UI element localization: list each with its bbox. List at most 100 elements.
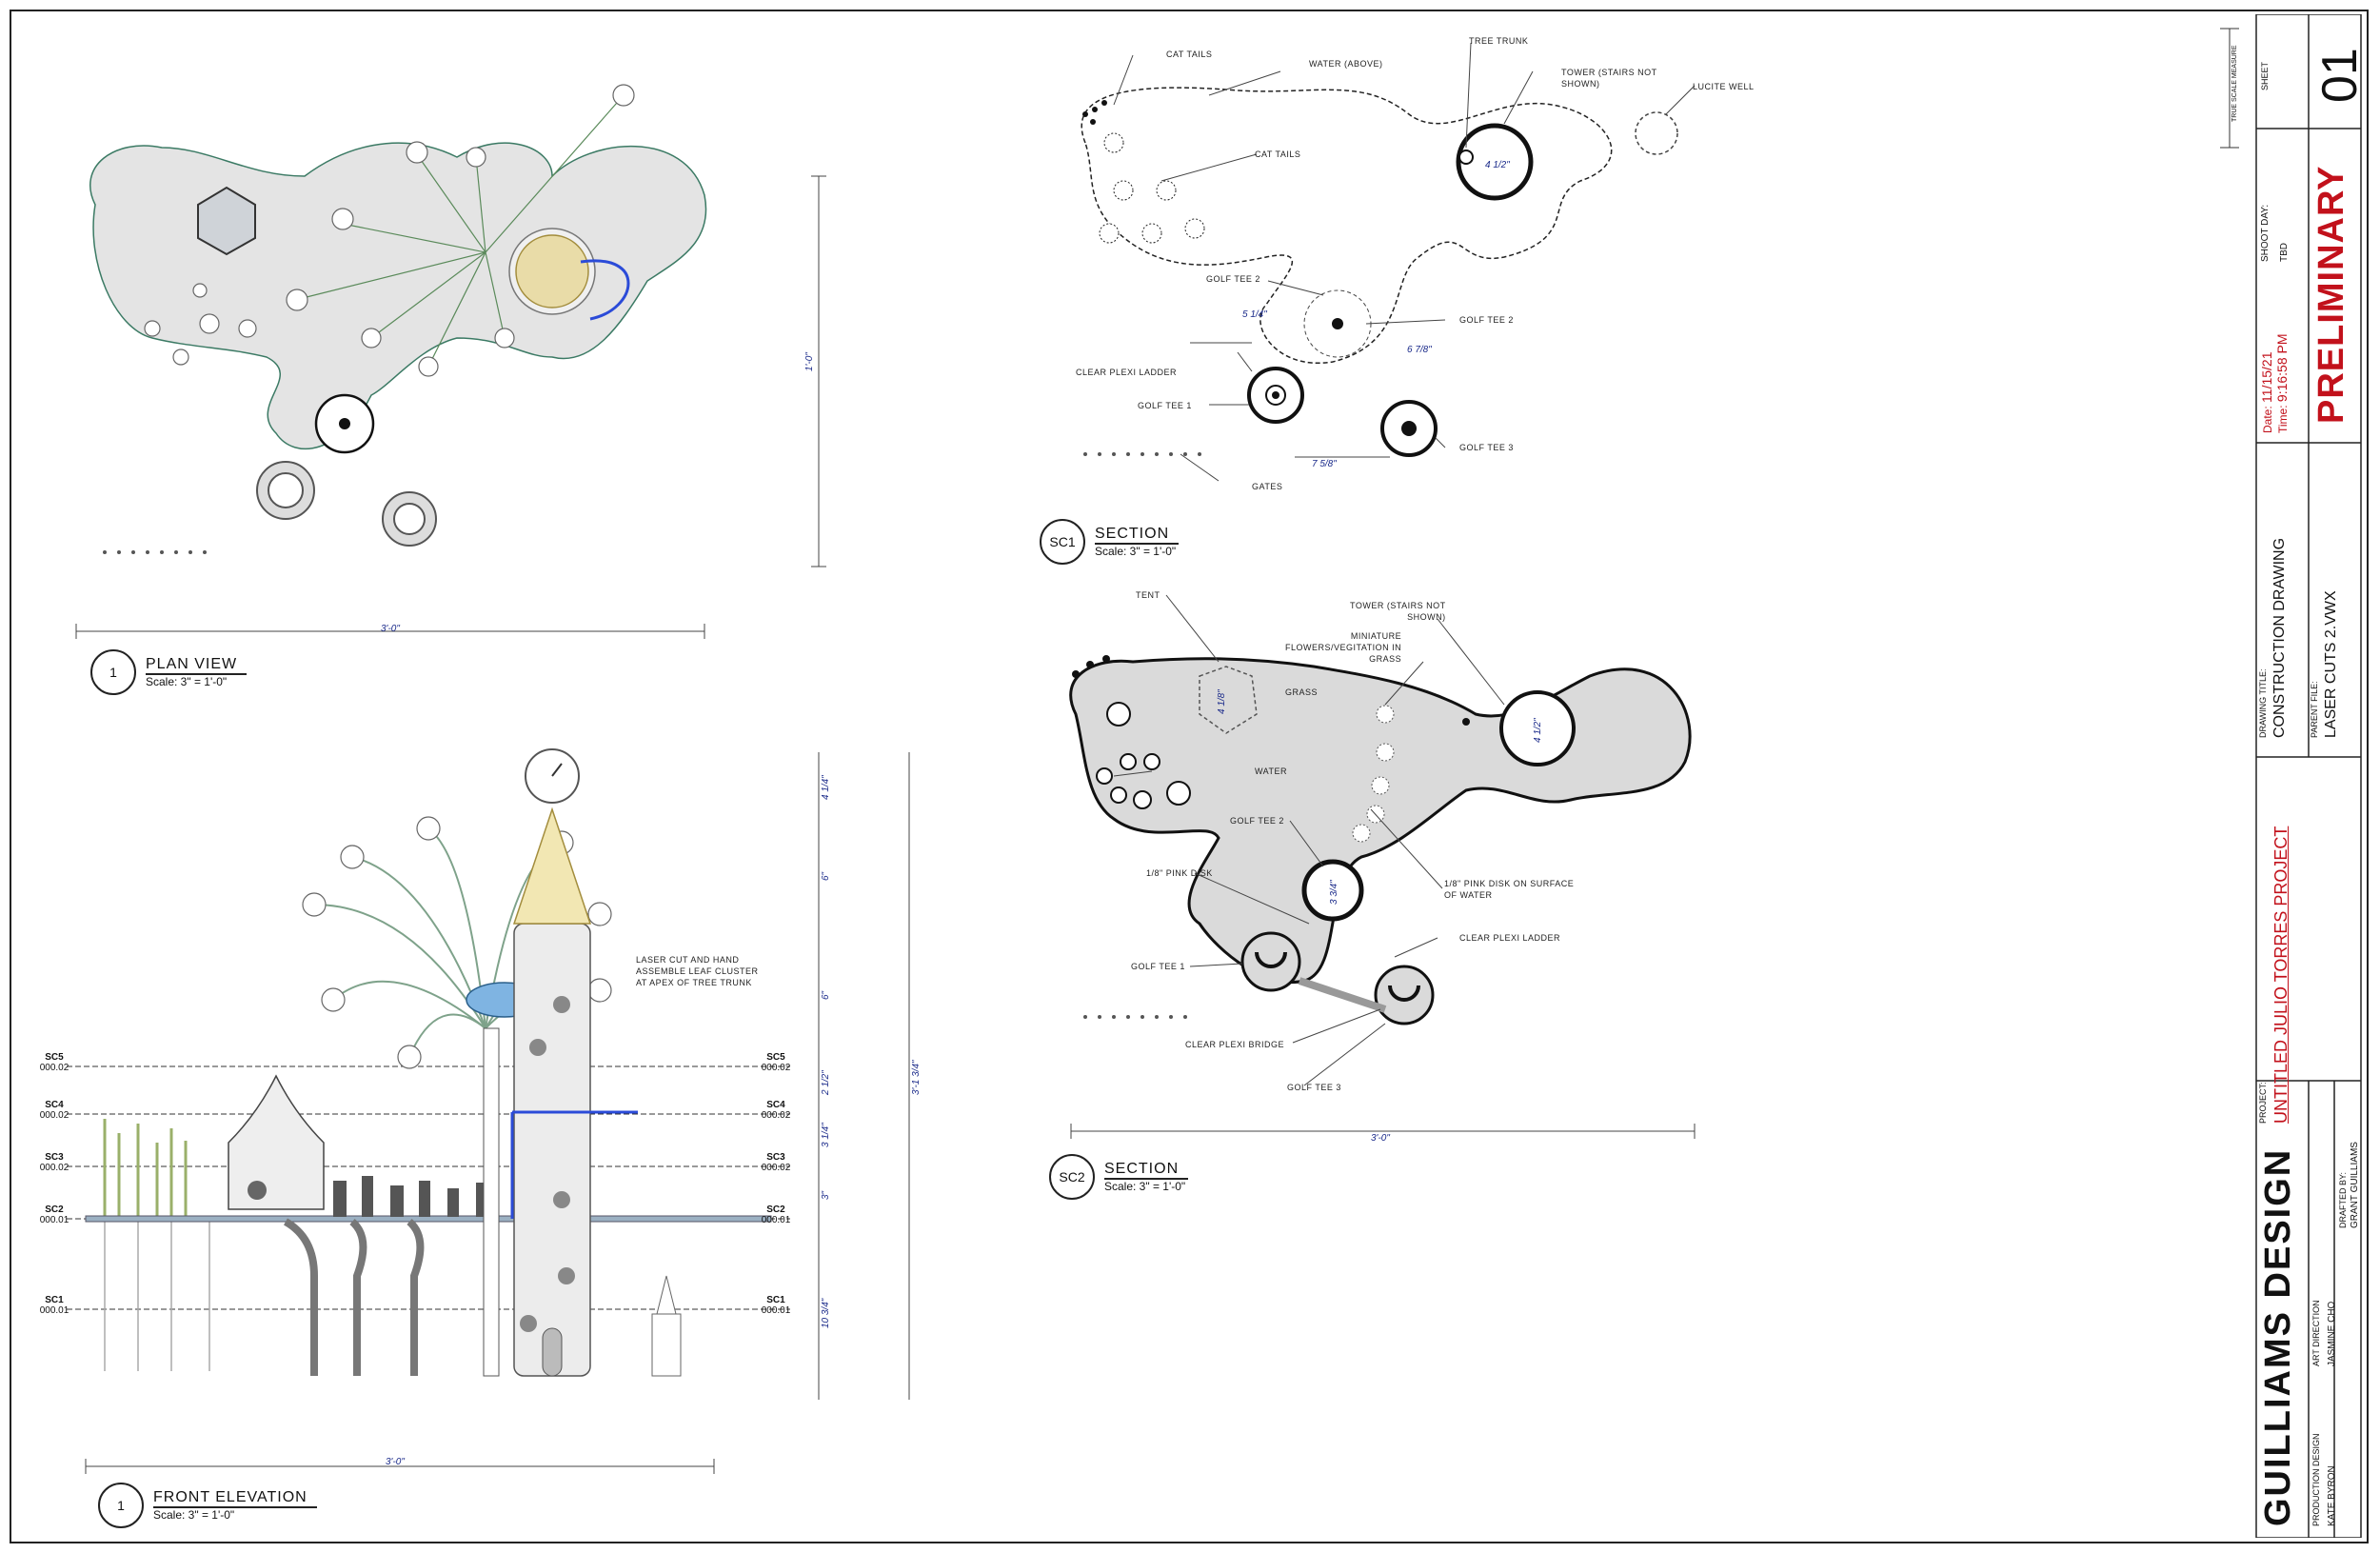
plan-dim-vertical: 1'-0" [804,352,815,371]
project-value: UNTITLED JULIO TORRES PROJECT [2271,826,2291,1124]
elevation-dim-3: 2 1/2" [821,1070,831,1095]
sc1-scale: Scale: 3" = 1'-0" [1095,545,1177,558]
sc2-golf-tee-1 [1240,931,1301,992]
parent-file-label: PARENT FILE: [2310,681,2319,738]
production-design-label: PRODUCTION DESIGN [2311,1433,2321,1526]
sc1-dim-b: 6 7/8" [1407,345,1432,355]
sc2-label-pink-disk: 1/8" PINK DISK [1146,868,1213,878]
front-elevation-title: 1 FRONT ELEVATION Scale: 3" = 1'-0" [98,1483,317,1528]
sc1-tower [1456,123,1534,201]
sheet-label: SHEET [2260,61,2270,90]
sc1-label-cat-tails-1: CAT TAILS [1166,50,1213,59]
sc1-title: SC1 SECTION Scale: 3" = 1'-0" [1040,519,1180,565]
plan-view-name: PLAN VIEW [146,656,248,675]
art-direction-value: JASMINE CHO [2327,1301,2337,1366]
art-direction-label: ART DIRECTION [2311,1300,2321,1366]
project-label: PROJECT: [2258,1082,2268,1124]
elevation-shrubs [333,1176,489,1217]
elevation-dim-2: 6" [821,990,831,1000]
drafted-by-label: DRAFTED BY: [2338,1171,2348,1228]
front-view-scale: Scale: 3" = 1'-0" [153,1508,235,1522]
elevation-dim-total: 3'-1 3/4" [911,1060,922,1095]
plan-view-scale: Scale: 3" = 1'-0" [146,675,228,688]
sheet-number: 01 [2312,48,2368,103]
sc2-label-golf-tee-3: GOLF TEE 3 [1287,1083,1341,1092]
elevation-tent [228,1074,325,1210]
plan-view-number: 1 [90,649,136,695]
elevation-dim-horizontal: 3'-0" [386,1457,405,1467]
front-view-number: 1 [98,1483,144,1528]
elevation-dim-5: 3" [821,1190,831,1200]
plan-view-drawing [75,84,826,639]
elevation-tower-roof [512,806,592,925]
sc2-name: SECTION [1104,1161,1189,1180]
sc2-label-water: WATER [1255,767,1287,776]
shoot-day-value: TBD [2279,243,2290,262]
sc2-label-bridge: CLEAR PLEXI BRIDGE [1185,1040,1285,1049]
production-design-value: KATE BYRON [2327,1465,2337,1526]
front-elevation-drawing [67,748,910,1474]
sc1-label-golf-tee-1: GOLF TEE 1 [1138,401,1192,410]
plan-view-title: 1 PLAN VIEW Scale: 3" = 1'-0" [90,649,248,695]
sc2-dim-tee: 3 3/4" [1329,880,1339,905]
sheet-border [10,10,2369,1543]
sc2-label-ladder: CLEAR PLEXI LADDER [1459,933,1561,943]
drafted-by-value: GRANT GUILLIAMS [2350,1142,2360,1228]
sc2-golf-tee-3 [1374,965,1435,1025]
sc2-dim-tower: 4 1/2" [1533,718,1543,743]
sc1-water-outline [1081,87,1613,365]
front-view-name: FRONT ELEVATION [153,1489,317,1508]
sc2-label-golf-tee-1: GOLF TEE 1 [1131,962,1185,971]
elevation-dim-0: 4 1/4" [821,775,831,800]
sc1-label-golf-tee-2b: GOLF TEE 2 [1459,315,1514,325]
sc1-lucite-well [1635,111,1678,155]
drawing-title-label: DRAWING TITLE: [2258,668,2268,738]
sc2-tower [1499,690,1576,767]
date-time-block: Date: 11/15/21 Time: 9:16:58 PM [2259,333,2290,433]
sc2-label-grass: GRASS [1285,687,1319,697]
sc1-dim-c: 7 5/8" [1312,459,1337,469]
sc2-title: SC2 SECTION Scale: 3" = 1'-0" [1049,1154,1189,1200]
scale-measure-label: TRUE SCALE MEASURE [2231,45,2238,122]
parent-file-value: LASER CUTS 2.VWX [2323,590,2339,738]
sc2-scale: Scale: 3" = 1'-0" [1104,1180,1186,1193]
plan-tent-hexagon [197,186,256,256]
sc2-golf-tee-2 [1301,859,1364,922]
sc1-label-lucite-well: LUCITE WELL [1693,82,1755,91]
plan-island-outline [89,142,707,450]
sc2-number: SC2 [1049,1154,1095,1200]
elevation-dim-6: 10 3/4" [821,1298,831,1328]
sc2-dim-horizontal: 3'-0" [1371,1133,1390,1144]
sc2-label-tent: TENT [1136,590,1160,600]
company-name: GUILLIAMS DESIGN [2258,1147,2298,1526]
sc1-number: SC1 [1040,519,1085,565]
plan-dim-horizontal: 3'-0" [381,624,400,634]
time-value: 9:16:58 PM [2274,333,2290,403]
sc1-name: SECTION [1095,526,1180,545]
sc2-tent [1199,666,1258,734]
sc2-label-golf-tee-2: GOLF TEE 2 [1230,816,1284,826]
sc1-label-ladder: CLEAR PLEXI LADDER [1076,368,1178,377]
sc1-label-water-above: WATER (ABOVE) [1309,59,1383,69]
sc1-label-tree-trunk: TREE TRUNK [1469,36,1529,46]
section-sc1-drawing [1081,42,1696,482]
elevation-dim-4: 3 1/4" [821,1123,831,1147]
drawing-title-value: CONSTRUCTION DRAWING [2271,537,2288,738]
sc1-dim-a: 5 1/4" [1242,309,1267,320]
sc1-label-gates: GATES [1252,482,1283,491]
elevation-dim-1: 6" [821,871,831,881]
elevation-plant-rods [103,1119,188,1219]
